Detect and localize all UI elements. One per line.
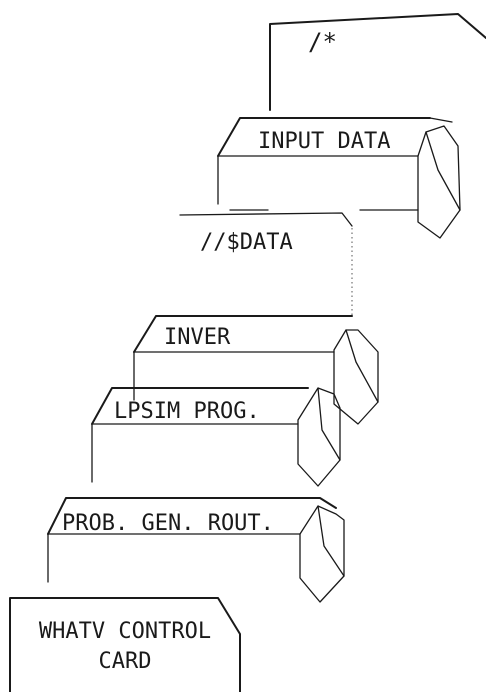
- card-input-data: INPUT DATA: [218, 118, 460, 238]
- card-data-control-label: //$DATA: [200, 230, 293, 255]
- card-data-control: //$DATA: [180, 213, 352, 318]
- card-prob-gen-rout: PROB. GEN. ROUT.: [48, 498, 344, 602]
- card-whatv-control-card: WHATV CONTROL CARD: [10, 598, 240, 692]
- card-prob-gen-rout-label: PROB. GEN. ROUT.: [62, 511, 274, 536]
- card-lpsim-prog: LPSIM PROG.: [92, 388, 340, 486]
- card-end-of-data-label: /*: [308, 28, 337, 56]
- card-whatv-control-card-label-line1: WHATV CONTROL: [39, 619, 211, 644]
- card-inver-label: INVER: [164, 325, 231, 350]
- card-whatv-control-card-label-line2: CARD: [99, 649, 152, 674]
- card-lpsim-prog-label: LPSIM PROG.: [114, 399, 260, 424]
- card-end-of-data: /*: [270, 14, 486, 110]
- card-input-data-label: INPUT DATA: [258, 129, 390, 154]
